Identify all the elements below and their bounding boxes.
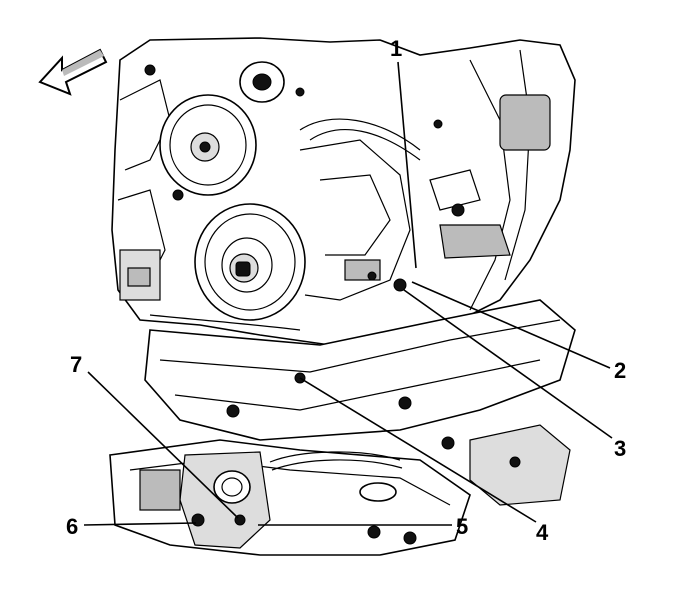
leader-line-4: [299, 377, 537, 523]
callout-5: 5: [456, 514, 468, 539]
callout-3: 3: [614, 436, 626, 461]
callout-1: 1: [390, 36, 402, 61]
leader-lines: [83, 61, 613, 526]
callout-7: 7: [70, 352, 82, 377]
leader-line-2: [411, 281, 611, 369]
callout-4: 4: [536, 520, 549, 545]
callout-labels: 1 2 3 4 5 6 7: [66, 36, 626, 545]
engine-illustration: [111, 37, 576, 346]
callout-6: 6: [66, 514, 78, 539]
leader-line-6: [83, 522, 197, 526]
leader-line-7: [87, 371, 239, 519]
front-direction-arrow-icon: [38, 48, 108, 96]
leader-line-3: [403, 289, 613, 439]
callout-2: 2: [614, 358, 626, 383]
leader-line-1: [397, 61, 417, 269]
